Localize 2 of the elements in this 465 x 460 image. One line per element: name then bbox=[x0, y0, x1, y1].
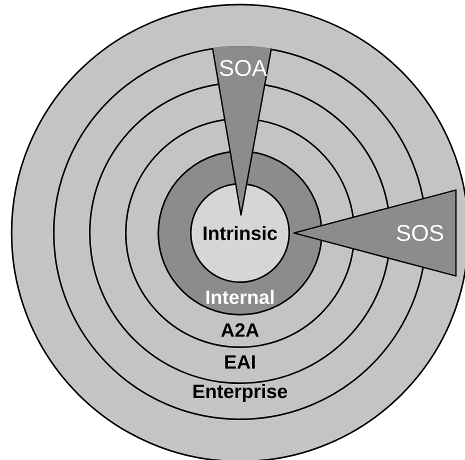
wedge: SOA bbox=[210, 46, 273, 216]
wedge: SOS bbox=[293, 189, 457, 277]
